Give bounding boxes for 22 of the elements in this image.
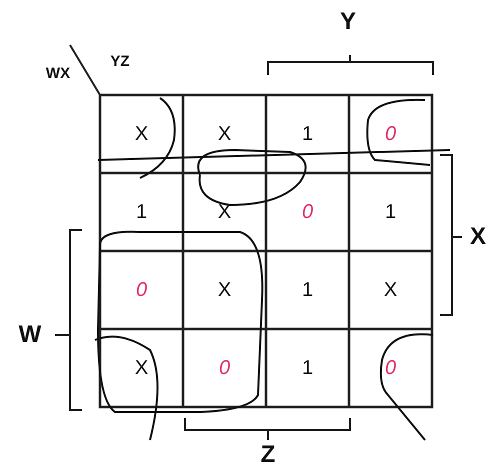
cell-value: 0 bbox=[136, 278, 148, 303]
cell-value: 0 bbox=[384, 122, 396, 147]
axis-label: WX bbox=[46, 64, 70, 84]
cell-value: 1 bbox=[302, 278, 314, 303]
cell-value: 0 bbox=[218, 356, 230, 381]
cell-value: 1 bbox=[384, 200, 396, 225]
cell-value: X bbox=[218, 278, 232, 303]
cell-value: X bbox=[384, 278, 398, 303]
cell-value: 0 bbox=[384, 356, 396, 381]
cell-value: 0 bbox=[302, 200, 314, 225]
cell-value: 1 bbox=[302, 356, 314, 381]
axis-label: YZ bbox=[110, 52, 130, 72]
cell-value: 1 bbox=[136, 200, 148, 225]
axis-label: W bbox=[18, 320, 42, 350]
cell-value: X bbox=[134, 356, 148, 381]
axis-label: Z bbox=[260, 440, 276, 470]
axis-label: X bbox=[470, 222, 486, 252]
cell-value: 1 bbox=[302, 122, 314, 147]
cell-value: X bbox=[218, 200, 232, 225]
axis-label: Y bbox=[340, 7, 356, 37]
cell-value: X bbox=[134, 122, 148, 147]
cell-value: X bbox=[218, 122, 232, 147]
